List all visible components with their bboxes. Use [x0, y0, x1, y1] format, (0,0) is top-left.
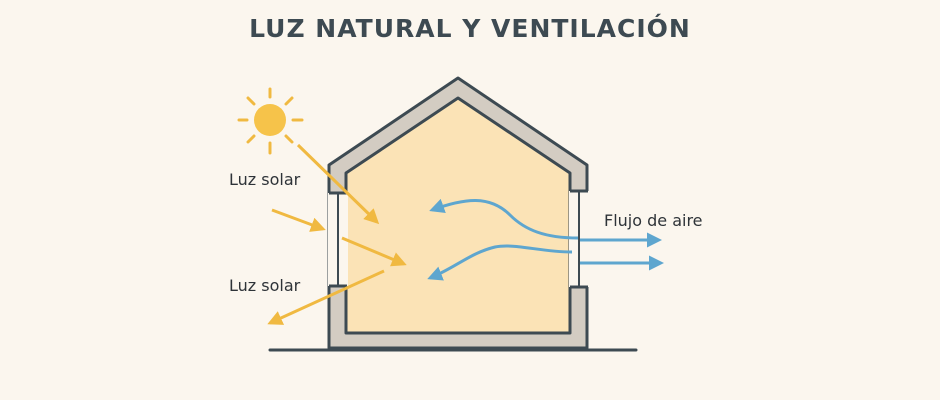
- sun-icon: [237, 87, 304, 155]
- sunlight-label-bottom: Luz solar: [229, 276, 301, 295]
- airflow-arrow-upper: [429, 198, 579, 240]
- sunlight-arrow: [267, 269, 385, 325]
- airflow-arrow-lower: [427, 244, 573, 281]
- diagram-title: LUZ NATURAL Y VENTILACIÓN: [249, 14, 691, 43]
- sunlight-label-top: Luz solar: [229, 170, 301, 189]
- airflow-label: Flujo de aire: [604, 211, 703, 230]
- sunlight-arrow: [296, 143, 380, 225]
- sunlight-arrow: [271, 208, 326, 232]
- left-window: [328, 191, 348, 288]
- sunlight-arrow: [341, 236, 407, 267]
